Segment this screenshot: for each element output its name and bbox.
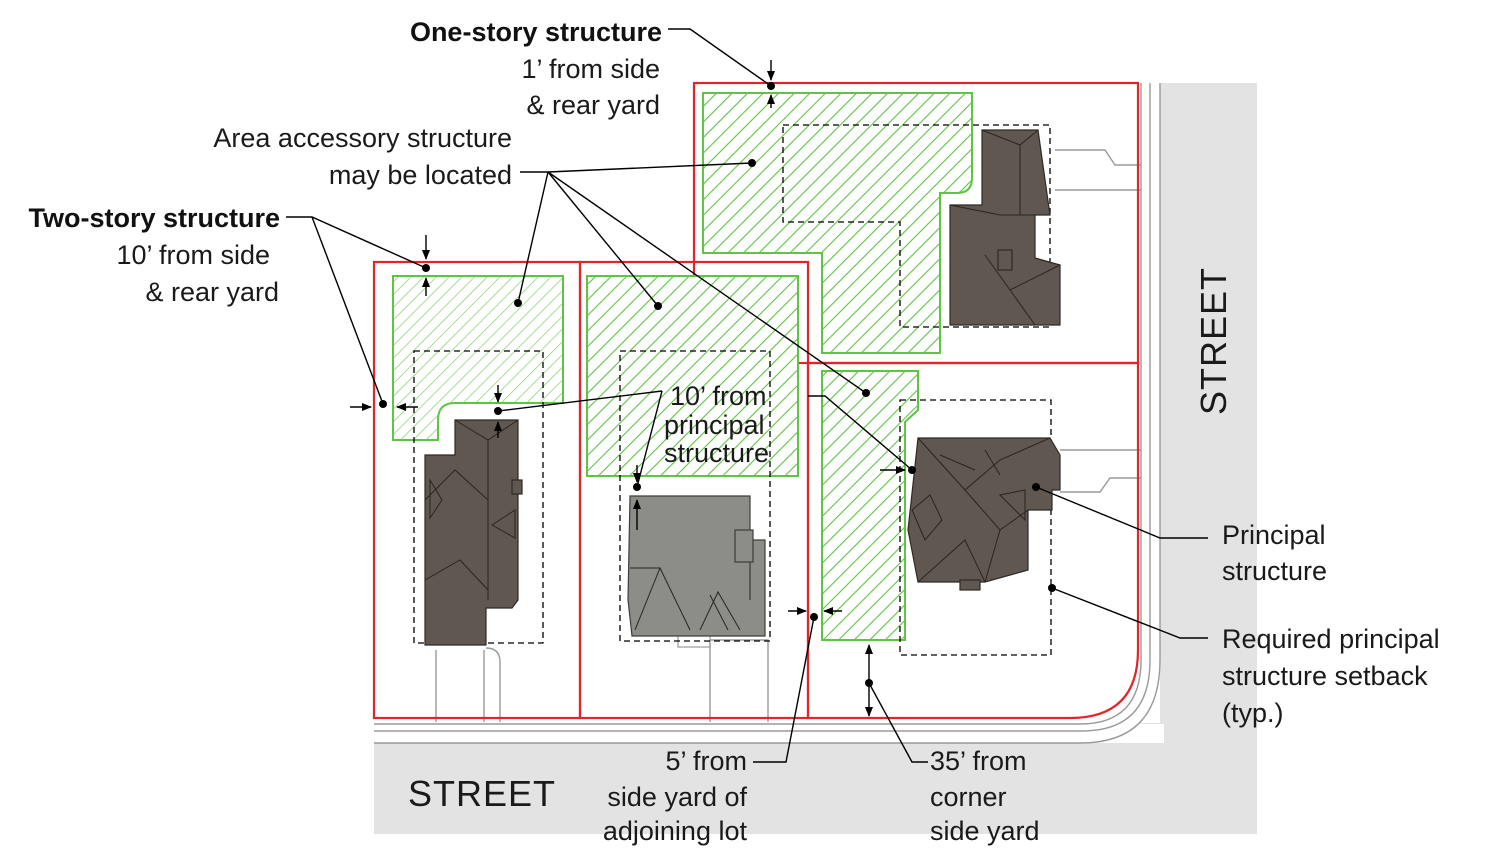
accessory-area-lot4	[821, 370, 919, 641]
two-story-line2: & rear yard	[145, 277, 279, 307]
lot-4	[806, 361, 1140, 720]
area-accessory-line1: Area accessory structure	[213, 123, 512, 153]
principal-distance-line1: 10’ from	[670, 381, 767, 411]
lot-lines	[372, 81, 1140, 720]
principal-structure-lot4	[907, 437, 1061, 591]
side-adjoin-line1: 5’ from	[665, 746, 747, 776]
accessory-area-lot2	[586, 275, 799, 477]
two-story-title: Two-story structure	[28, 203, 280, 233]
principal-structure-lot1	[424, 419, 523, 646]
principal-distance-line2: principal	[664, 410, 765, 440]
setback-line1: Required principal	[1222, 624, 1440, 654]
one-story-line1: 1’ from side	[521, 54, 660, 84]
principal-distance-line3: structure	[664, 438, 769, 468]
corner-side-line2: corner	[930, 782, 1007, 812]
side-adjoin-line2: side yard of	[607, 782, 747, 812]
two-story-line1: 10’ from side	[116, 240, 270, 270]
setback-lines	[413, 124, 1052, 656]
accessory-area-lot1	[392, 275, 564, 441]
one-story-line2: & rear yard	[526, 90, 660, 120]
side-adjoin-line3: adjoining lot	[603, 816, 748, 846]
dimension-marks	[350, 60, 906, 717]
street-label-right: STREET	[1193, 267, 1234, 415]
accessory-area-lot3	[702, 92, 973, 354]
setback-line3: (typ.)	[1222, 698, 1284, 728]
accessory-areas	[392, 92, 973, 641]
one-story-title: One-story structure	[410, 17, 662, 47]
leader-lines	[286, 28, 1208, 763]
principal-structure-lot2	[627, 495, 766, 637]
street-label-bottom: STREET	[408, 773, 556, 814]
area-accessory-line2: may be located	[329, 160, 512, 190]
corner-side-line3: side yard	[930, 816, 1040, 846]
corner-side-line1: 35’ from	[930, 746, 1027, 776]
setback-line2: structure setback	[1222, 661, 1428, 691]
labels: One-story structure 1’ from side & rear …	[28, 17, 1439, 846]
principal-structure-line1: Principal	[1222, 520, 1326, 550]
principal-structure-lot3	[949, 129, 1061, 326]
principal-structure-line2: structure	[1222, 556, 1327, 586]
street-area	[374, 83, 1257, 834]
lot-3	[692, 81, 1140, 365]
